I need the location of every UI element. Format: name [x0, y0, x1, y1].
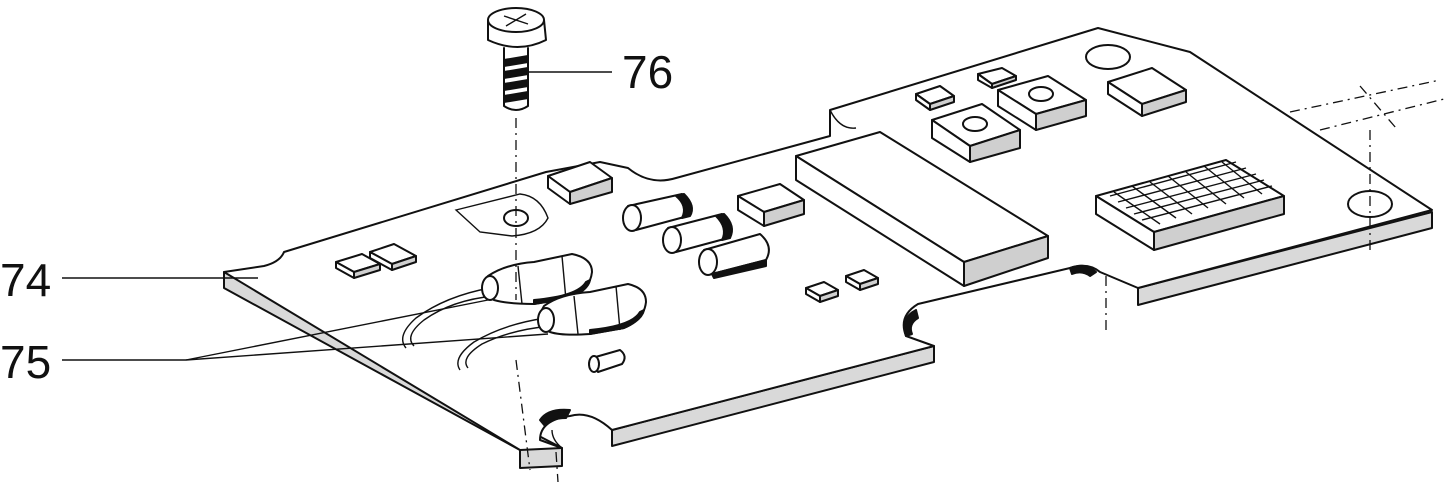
- capacitor-2: [662, 213, 733, 254]
- screw-thread: [503, 55, 529, 103]
- phillips-cross-icon: [503, 13, 529, 27]
- large-ic-block: [795, 131, 1049, 287]
- board-right-edge: [1137, 211, 1433, 306]
- resistors-part-75: [402, 253, 647, 371]
- board-notch-left: [551, 429, 563, 449]
- chip-small-left: [547, 161, 613, 205]
- chip-small-center: [737, 183, 805, 227]
- resistor-2: [457, 283, 647, 371]
- small-cylinder: [588, 349, 626, 373]
- centerlines: [515, 79, 1449, 483]
- mounting-pad: [454, 193, 549, 237]
- board-hole-top: [1085, 44, 1131, 70]
- callout-75: 75: [0, 336, 51, 388]
- board-notch-mid: [903, 309, 919, 337]
- board-notch-front: [539, 408, 571, 427]
- chip-top-right: [1107, 67, 1187, 117]
- smd-component-1: [335, 253, 381, 279]
- callout-76: 76: [622, 46, 673, 98]
- switch-1: [931, 103, 1021, 163]
- smd-component-5: [915, 85, 955, 111]
- smd-component-6: [977, 67, 1017, 89]
- smd-component-4: [845, 269, 879, 291]
- board-step-edge: [829, 109, 857, 129]
- board-notch-right: [1069, 264, 1097, 277]
- smd-component-3: [805, 281, 839, 303]
- switch-2: [997, 75, 1087, 131]
- circuit-board: [223, 27, 1433, 469]
- screw-part-76: [487, 7, 547, 111]
- callout-74: 74: [0, 254, 51, 306]
- leader-lines: [62, 71, 612, 361]
- capacitor-1: [622, 193, 693, 232]
- smd-component-2: [369, 243, 417, 271]
- capacitor-3: [698, 233, 770, 279]
- leader-75-b: [185, 333, 549, 361]
- board-components: [335, 67, 1285, 373]
- connector-block: [1095, 159, 1285, 251]
- leader-75-a: [185, 299, 489, 361]
